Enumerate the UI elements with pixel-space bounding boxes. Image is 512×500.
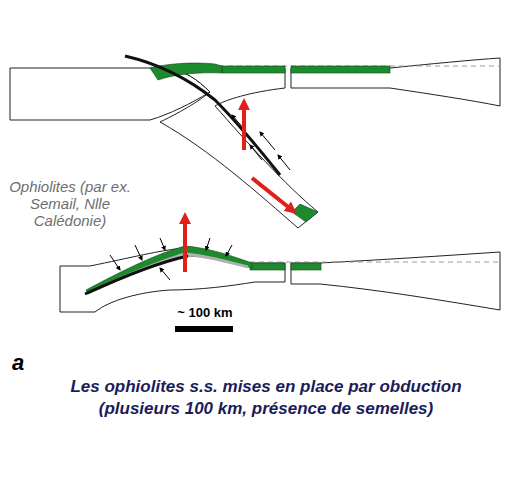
oceanic-plate xyxy=(291,58,500,106)
lower-plate xyxy=(60,248,285,312)
caption: Les ophiolites s.s. mises en place par o… xyxy=(66,376,466,420)
slab xyxy=(160,68,318,228)
scale-label: ~ 100 km xyxy=(150,305,260,320)
figure-letter: a xyxy=(12,350,24,376)
obducted-sheet xyxy=(150,63,222,80)
ophiolite-nappe xyxy=(86,246,252,294)
lower-ocean xyxy=(291,252,500,310)
scale-bar xyxy=(175,326,233,332)
ophiolite-label: Ophiolites (par ex. Semail, Nlle Calédon… xyxy=(4,178,136,229)
